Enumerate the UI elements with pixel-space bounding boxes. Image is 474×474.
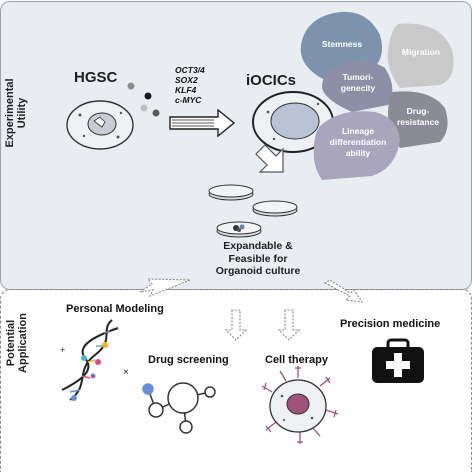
organoid-caption: Expandable & Feasible for Organoid cultu… <box>215 240 301 277</box>
reprogramming-arrow-icon <box>169 108 236 138</box>
therapy-cell-icon <box>261 366 339 444</box>
drug-resistance-label-1: Drug- <box>407 106 430 116</box>
medical-kit-icon <box>372 338 424 383</box>
cell-therapy-label: Cell therapy <box>265 354 328 366</box>
factor-cmyc: c-MYC <box>175 95 202 105</box>
lineage-label-3: ability <box>346 148 371 158</box>
factor-klf4: KLF4 <box>175 85 197 95</box>
molecule-icon <box>142 382 216 434</box>
petri-dish-icons <box>208 184 298 238</box>
factor-oct34: OCT3/4 <box>175 65 205 75</box>
hgsc-label: HGSC <box>74 69 118 86</box>
property-petal-lineage: Lineage differentiation ability <box>313 111 400 180</box>
hgsc-cell-icon <box>66 100 134 150</box>
factor-list: OCT3/4 SOX2 KLF4 c-MYC <box>175 65 205 105</box>
application-panel <box>0 289 472 472</box>
property-petal-drug-resistance: Drug- resistance <box>388 91 448 148</box>
factor-dots <box>127 82 160 117</box>
drug-screening-label: Drug screening <box>148 354 229 366</box>
factor-sox2: SOX2 <box>175 75 198 85</box>
application-arrows <box>139 278 364 341</box>
tumorigenecity-label-2: genecity <box>341 83 376 93</box>
property-petal-migration: Migration <box>387 23 454 88</box>
dna-helix-icon: × + <box>60 319 129 401</box>
svg-text:+: + <box>60 345 65 355</box>
iocics-label: iOCICs <box>246 72 297 89</box>
drug-resistance-label-2: resistance <box>397 117 439 127</box>
personal-modeling-label: Personal Modeling <box>66 303 164 315</box>
tumorigenecity-label-1: Tumori- <box>342 72 373 82</box>
migration-label: Migration <box>402 47 440 57</box>
stemness-label: Stemness <box>322 39 362 49</box>
lineage-label-1: Lineage <box>342 126 374 136</box>
lineage-label-2: differentiation <box>330 137 387 147</box>
precision-medicine-label: Precision medicine <box>340 318 441 330</box>
organoid-arrow-icon <box>255 144 284 173</box>
svg-text:×: × <box>123 367 129 378</box>
property-petal-tumorigenecity: Tumori- genecity <box>322 60 393 112</box>
